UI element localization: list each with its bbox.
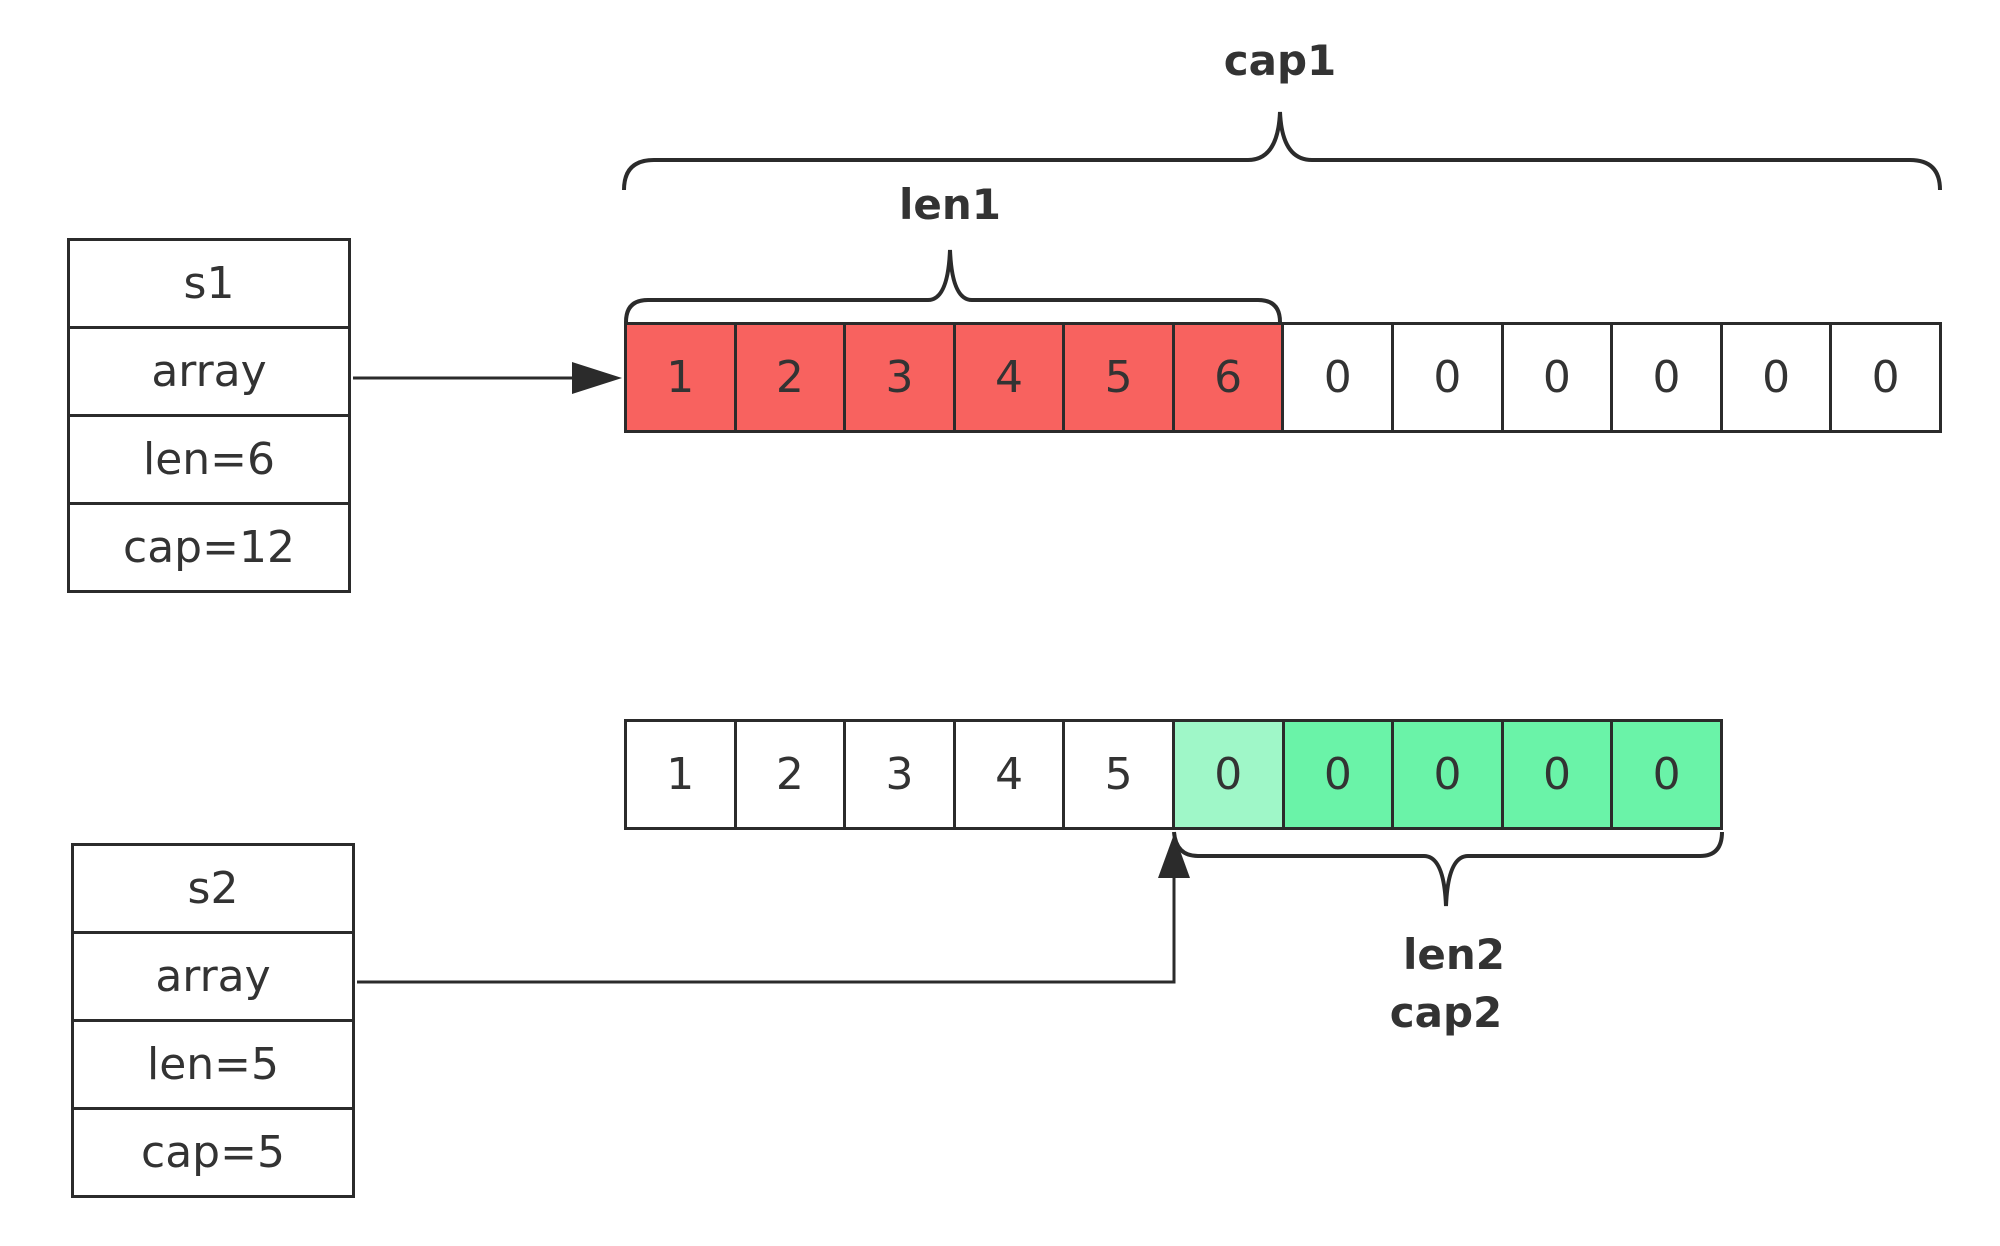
len1-brace	[624, 249, 1282, 323]
array-2-cell: 0	[1281, 722, 1392, 827]
struct-s2-array-field: array	[74, 931, 352, 1019]
array-2-cell: 5	[1062, 722, 1172, 827]
s2-array-connector	[357, 870, 1176, 984]
array-1-cell: 0	[1391, 325, 1501, 430]
array-2-cell: 0	[1171, 722, 1282, 827]
s2-arrow-head	[1158, 834, 1190, 878]
struct-s1-len-field: len=6	[70, 414, 348, 502]
array-1-cell: 6	[1171, 325, 1282, 430]
array-1-cell: 0	[1610, 325, 1720, 430]
struct-s2-cap-field: cap=5	[74, 1107, 352, 1195]
array-1-cell: 0	[1500, 325, 1611, 430]
array-2-cell: 0	[1610, 722, 1720, 827]
struct-s2-name: s2	[187, 863, 239, 914]
array-2-cell: 0	[1500, 722, 1611, 827]
array-2-cell: 2	[733, 722, 844, 827]
array-1-cell: 3	[843, 325, 953, 430]
array-1: 1 2 3 4 5 6 0 0 0 0 0 0	[624, 322, 1942, 433]
array-2-cell: 1	[666, 749, 695, 800]
struct-s1-array-field: array	[70, 326, 348, 414]
array-2-cell: 0	[1391, 722, 1501, 827]
cap2-label: cap2	[1389, 988, 1503, 1037]
array-1-cell: 2	[733, 325, 844, 430]
cap1-brace	[622, 111, 1942, 191]
struct-s1-cap-field: cap=12	[70, 502, 348, 590]
struct-s2: s2 array len=5 cap=5	[71, 843, 355, 1198]
len2-label: len2	[1402, 930, 1505, 979]
struct-s1-name: s1	[183, 258, 235, 309]
array-1-cell: 5	[1062, 325, 1172, 430]
array-2: 1 2 3 4 5 0 0 0 0 0	[624, 719, 1723, 830]
array-1-cell: 0	[1281, 325, 1391, 430]
len2-cap2-brace	[1172, 831, 1724, 907]
cap1-label: cap1	[1223, 36, 1337, 85]
array-1-cell: 4	[952, 325, 1063, 430]
array-2-cell: 4	[952, 722, 1063, 827]
struct-s2-len-field: len=5	[74, 1019, 352, 1107]
len1-label: len1	[898, 180, 1001, 229]
array-1-cell: 0	[1719, 325, 1830, 430]
array-1-cell: 0	[1829, 325, 1939, 430]
array-1-cell: 1	[627, 325, 734, 430]
s1-arrow-head	[572, 362, 622, 394]
struct-s1: s1 array len=6 cap=12	[67, 238, 351, 593]
array-2-cell: 3	[843, 722, 953, 827]
